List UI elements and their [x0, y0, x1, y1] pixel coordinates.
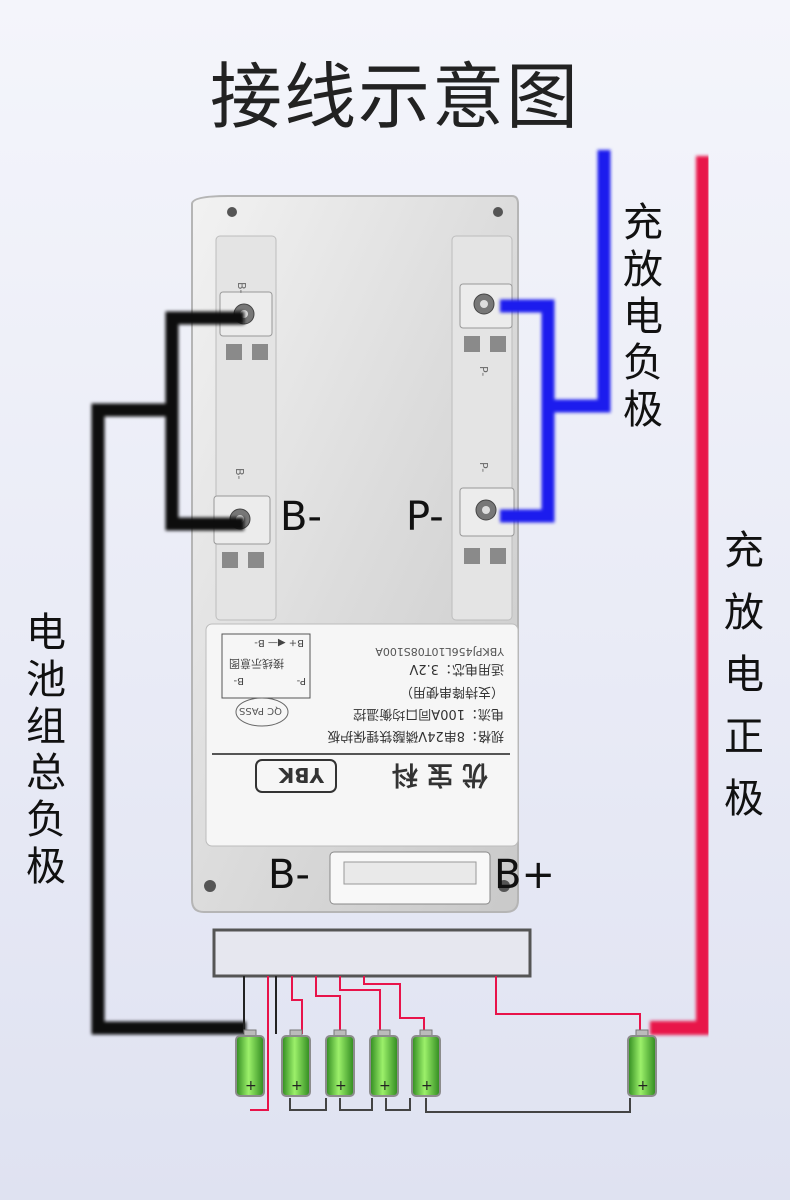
balance-lead-bar: [212, 928, 532, 978]
battery-cell: +: [411, 1029, 441, 1097]
battery-cell: +: [325, 1029, 355, 1097]
sticker-brand-en: YBK: [277, 763, 325, 787]
cell-plus-sign: +: [421, 1078, 433, 1094]
sticker-mini-b: B-: [233, 675, 244, 686]
cell-plus-sign: +: [291, 1078, 303, 1094]
cell-plus-sign: +: [335, 1078, 347, 1094]
balance-connector[interactable]: [329, 851, 491, 905]
silk-p-mid: P-: [477, 462, 490, 472]
cell-plus-sign: +: [637, 1078, 649, 1094]
terminal-p-minus-mid[interactable]: [459, 487, 515, 564]
sticker-spec: 规格：8串24V磷酸铁锂保护板: [327, 728, 504, 744]
label-terminal-b-minus: B-: [280, 494, 322, 540]
silk-b-mid: B-: [233, 468, 246, 480]
red-wire-positive: [650, 156, 710, 1035]
sticker-current: 电流：100A同口均衡温控: [353, 706, 504, 721]
black-wire-battery-negative: [91, 311, 246, 1035]
balance-wires: [243, 976, 641, 1113]
battery-cell: +: [627, 1029, 657, 1097]
sticker-brand-cn: 优 宝 科: [392, 759, 488, 790]
board-sticker: YBKPJ456L10T08S100A 适用电芯：3.2V （支持降串使用） 电…: [205, 623, 519, 847]
sticker-cell: 适用电芯：3.2V: [409, 661, 504, 676]
sticker-mini-title: 接线示意图: [229, 657, 284, 671]
cell-plus-sign: +: [379, 1078, 391, 1094]
label-bottom-b-plus: B+: [494, 852, 555, 898]
sticker-mini-bp: B+ ◀— B-: [254, 637, 304, 648]
cell-plus-sign: +: [245, 1078, 257, 1094]
terminal-p-minus-top[interactable]: [459, 283, 513, 352]
sticker-note: （支持降串使用）: [400, 684, 504, 700]
diagram-title: 接线示意图: [209, 55, 580, 139]
battery-cell: +: [235, 1029, 265, 1097]
blue-wire-negative: [500, 150, 611, 523]
label-terminal-p-minus: P-: [406, 494, 444, 540]
sticker-mini-p: P-: [296, 675, 306, 686]
label-charge-positive: 充 放 电 正 极: [724, 528, 764, 822]
silk-p-top: P-: [477, 366, 490, 376]
label-bottom-b-minus: B-: [268, 852, 310, 898]
silk-b-top: B-: [235, 282, 248, 294]
battery-cell: +: [369, 1029, 399, 1097]
label-battery-negative: 电 池 组 总 负 极: [26, 610, 66, 890]
sticker-model-code: YBKPJ456L10T08S100A: [375, 645, 505, 658]
label-charge-negative: 充 放 电 负 极: [623, 200, 663, 434]
battery-cells: + + + + + +: [235, 1029, 657, 1097]
sticker-qc-pass: QC PASS: [239, 705, 282, 716]
battery-cell: +: [281, 1029, 311, 1097]
